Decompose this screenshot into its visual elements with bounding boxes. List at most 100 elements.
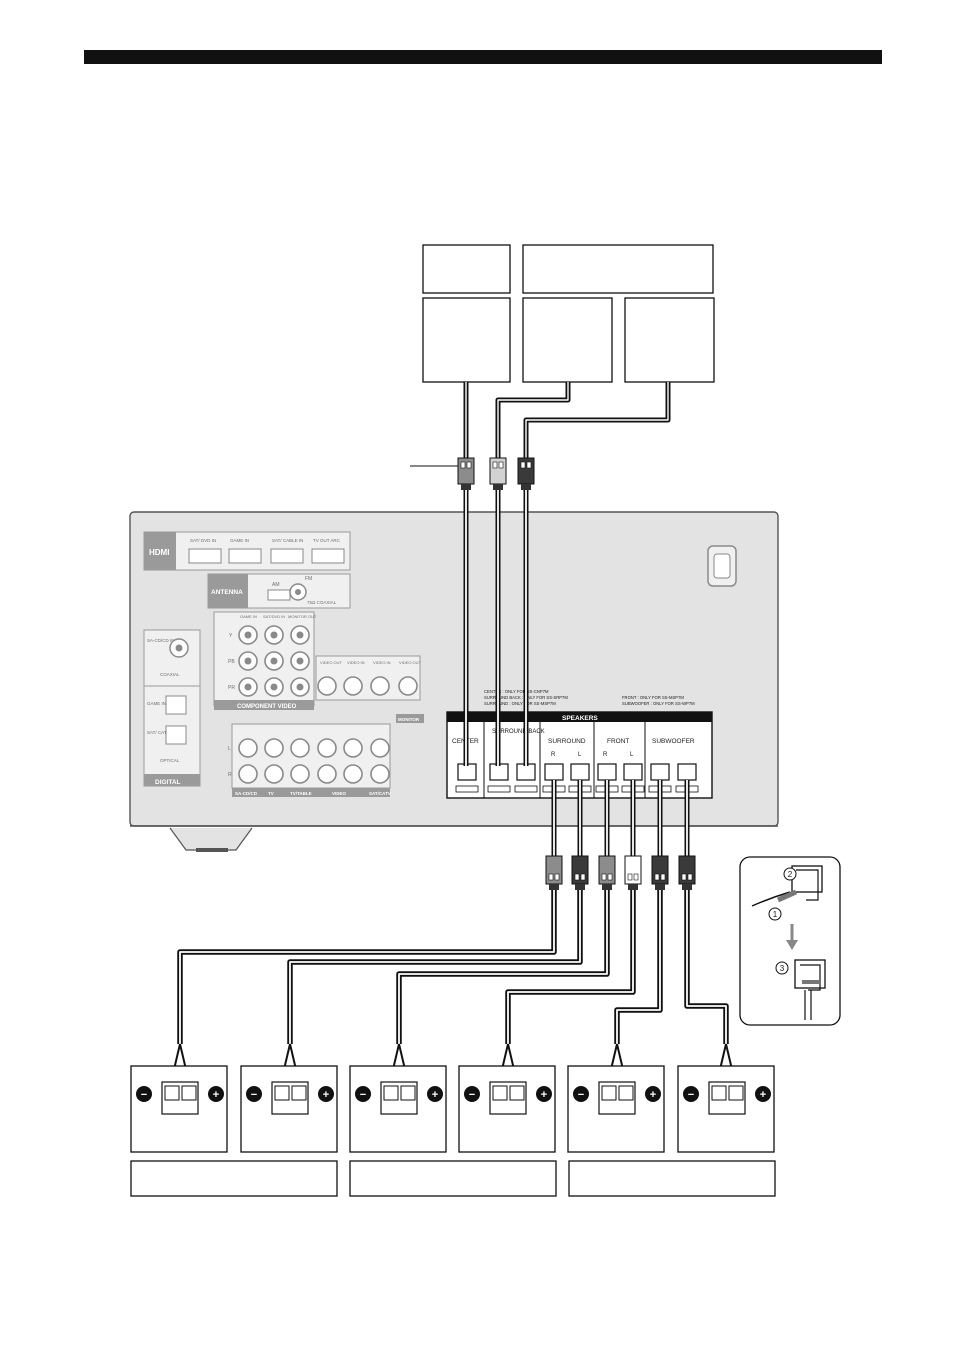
bottom-label-boxes	[130, 1160, 776, 1197]
speaker-terminal-box: − +	[130, 1065, 228, 1153]
hdmi-port[interactable]	[228, 548, 262, 564]
speaker-section-front: FRONT	[607, 738, 629, 745]
speaker-note-right-0: FRONT : ONLY FOR SS-MSP7M	[622, 695, 684, 700]
speaker-terminal-box: − +	[240, 1065, 338, 1153]
bottom-label-box-1	[130, 1160, 338, 1197]
hdmi-title: HDMI	[149, 548, 169, 557]
hdmi-port-label-3: TV OUT ARC	[313, 538, 341, 543]
speaker-sub-fr-l: L	[630, 752, 634, 758]
speaker-box-center	[422, 297, 511, 383]
svg-text:+: +	[432, 1089, 438, 1101]
plug-surround-back-r	[489, 457, 507, 490]
component-row-2: PR	[228, 685, 235, 691]
speaker-sub-sr-l: L	[578, 752, 582, 758]
speaker-note-left-2: SURROUND : ONLY FOR SS-MSP7M	[484, 701, 556, 706]
speaker-section-surround-back: SURROUND BACK	[492, 729, 545, 735]
receiver-rear-panel: HDMI SAT/ DVD IN GAME IN SAT/ CABLE IN T…	[129, 511, 779, 852]
video-jacks[interactable]	[317, 676, 418, 696]
audio-group-0: SA-CD/CD	[235, 791, 258, 796]
digital-section: SA-CD/CD IN COAXIAL GAME IN SAT/ CATV IN…	[143, 629, 201, 787]
optical-port[interactable]	[165, 695, 187, 715]
bottom-label-box-3	[568, 1160, 776, 1197]
svg-text:+: +	[541, 1089, 547, 1101]
monitor-label: MONITOR	[398, 717, 420, 722]
top-label-box-right	[522, 244, 714, 294]
digital-sat-in: SAT/ CATV IN	[147, 730, 175, 735]
audio-section: L R SA-CD/CD TV TV/TABLE VIDEO SAT/CATV	[228, 723, 391, 797]
component-col-1: SAT/DVD IN	[263, 614, 285, 619]
digital-optical-label: OPTICAL	[160, 758, 180, 763]
digital-game-in: GAME IN	[147, 701, 166, 706]
bottom-label-box-2	[349, 1160, 557, 1197]
plug-front-r	[598, 855, 616, 890]
speaker-section-subwoofer: SUBWOOFER	[652, 738, 695, 745]
svg-text:−: −	[251, 1089, 257, 1101]
antenna-am-label: AM	[272, 582, 280, 588]
video-label-1: VIDEO IN	[347, 660, 365, 665]
component-row-0: Y	[229, 633, 233, 639]
hdmi-port[interactable]	[188, 548, 222, 564]
speaker-sub-sr-r: R	[551, 752, 556, 758]
component-video-section: GAME IN SAT/DVD IN MONITOR OUT Y PB PR C…	[213, 611, 317, 710]
antenna-fm-sub: 75Ω COAXIAL	[307, 600, 337, 605]
speaker-box-surround-back-l	[624, 297, 715, 383]
top-label-box-left	[422, 244, 511, 294]
hdmi-port[interactable]	[270, 548, 304, 564]
svg-text:R: R	[228, 772, 232, 778]
hdmi-port[interactable]	[311, 548, 345, 564]
svg-text:−: −	[141, 1089, 147, 1101]
audio-jacks[interactable]	[238, 738, 390, 784]
digital-coaxial-in: SA-CD/CD IN	[147, 638, 175, 643]
step-2-label: 2	[788, 870, 793, 879]
component-row-1: PB	[228, 659, 235, 665]
hdmi-port-label-1: GAME IN	[230, 538, 249, 543]
hdmi-section: HDMI SAT/ DVD IN GAME IN SAT/ CABLE IN T…	[143, 531, 351, 571]
top-plug-cables	[463, 490, 529, 766]
plug-surround-back-l	[517, 457, 535, 490]
svg-text:−: −	[688, 1089, 694, 1101]
component-video-title: COMPONENT VIDEO	[237, 704, 297, 710]
svg-text:L: L	[228, 746, 231, 752]
optical-port[interactable]	[165, 725, 187, 745]
svg-text:−: −	[469, 1089, 475, 1101]
speaker-note-right-1: SUBWOOFER : ONLY FOR SS-WP7M	[622, 701, 695, 706]
audio-group-4: SAT/CATV	[369, 791, 391, 796]
bottom-cables	[177, 890, 729, 1044]
audio-group-3: VIDEO	[332, 791, 347, 796]
plug-subwoofer-2	[678, 855, 696, 890]
lower-plugs	[545, 855, 696, 890]
audio-group-2: TV/TABLE	[290, 791, 312, 796]
step-1-label: 1	[773, 910, 778, 919]
component-col-2: MONITOR OUT	[288, 614, 317, 619]
speakers-title: SPEAKERS	[562, 715, 598, 722]
am-terminal[interactable]	[267, 589, 291, 601]
plug-front-l	[624, 855, 642, 890]
top-speaker-boxes	[422, 244, 715, 383]
speaker-section-surround: SURROUND	[548, 738, 586, 745]
insertion-inset: 2 1 3	[739, 856, 841, 1026]
speaker-jacks[interactable]	[457, 763, 697, 781]
video-label-2: VIDEO IN	[373, 660, 391, 665]
video-section: VIDEO OUT VIDEO IN VIDEO IN VIDEO OUT MO…	[315, 655, 424, 723]
step-3-label: 3	[780, 964, 785, 973]
hdmi-port-label-2: SAT/ CABLE IN	[272, 538, 303, 543]
header-bar	[84, 50, 882, 64]
speaker-terminal-box: − +	[458, 1065, 556, 1153]
plug-center	[457, 457, 475, 490]
component-col-0: GAME IN	[240, 614, 257, 619]
digital-title: DIGITAL	[155, 779, 181, 786]
svg-text:+: +	[323, 1089, 329, 1101]
video-label-3: VIDEO OUT	[399, 660, 422, 665]
speaker-box-surround-back-r	[522, 297, 613, 383]
hdmi-port-label-0: SAT/ DVD IN	[190, 538, 216, 543]
bottom-speakers: − + − + − + − + − +	[130, 1065, 775, 1153]
plug-surround-l	[571, 855, 589, 890]
plug-surround-r	[545, 855, 563, 890]
speaker-note-left-0: CENTER : ONLY FOR SS-CNP7M	[484, 689, 549, 694]
power-inlet	[707, 545, 737, 587]
speaker-terminal-box: − +	[677, 1065, 775, 1153]
plug-subwoofer-1	[651, 855, 669, 890]
digital-coaxial-label: COAXIAL	[160, 672, 180, 677]
antenna-section: ANTENNA AM FM 75Ω COAXIAL	[207, 573, 351, 609]
